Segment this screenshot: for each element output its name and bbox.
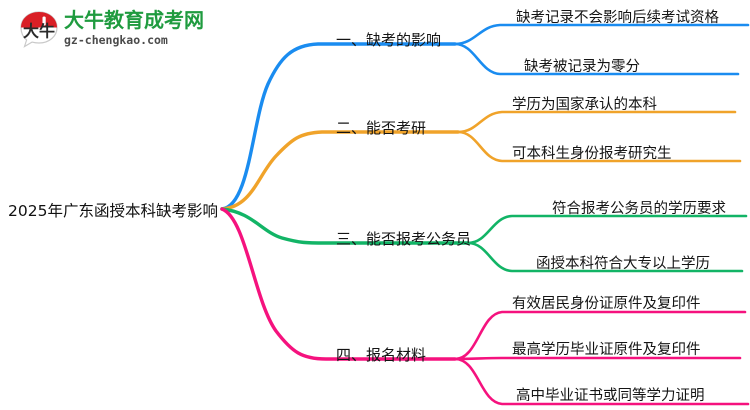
mindmap-branch-1-label[interactable]: 一、缺考的影响	[336, 31, 442, 49]
mindmap-branch-4-leaf-3-label[interactable]: 高中毕业证书或同等学力证明	[516, 388, 705, 404]
connector-branch-2	[220, 130, 460, 211]
mindmap-branch-3-label[interactable]: 三、能否报考公务员	[336, 230, 472, 248]
connector-branch-1-leaf-1	[453, 23, 750, 46]
mindmap-branch-2-leaf-1-label[interactable]: 学历为国家承认的本科	[512, 97, 657, 113]
connector-branch-3	[220, 207, 470, 245]
connector-branch-1-leaf-2	[453, 42, 740, 76]
logo-text: 大牛教育成考网 gz-chengkao.com	[64, 8, 204, 48]
mindmap-branch-2-leaf-2-label[interactable]: 可本科生身份报考研究生	[512, 146, 672, 162]
mindmap-branch-1-leaf-2-label[interactable]: 缺考被记录为零分	[524, 59, 640, 75]
connector-branch-1	[220, 42, 457, 211]
svg-text:大牛: 大牛	[23, 22, 55, 41]
site-logo[interactable]: 大牛 大牛教育成考网 gz-chengkao.com	[18, 6, 208, 52]
connector-branch-3-leaf-2	[466, 241, 744, 273]
logo-mark-icon: 大牛	[20, 11, 58, 48]
mindmap-branch-4-leaf-2-label[interactable]: 最高学历毕业证原件及复印件	[512, 342, 701, 358]
connector-branch-2-leaf-2	[456, 130, 742, 163]
connector-branch-4-leaf-3	[453, 357, 750, 406]
connector-branch-2-leaf-1	[456, 110, 737, 134]
mindmap-branch-4-label[interactable]: 四、报名材料	[336, 346, 427, 364]
mindmap-branch-3-leaf-1-label[interactable]: 符合报考公务员的学历要求	[552, 201, 726, 217]
mindmap-branch-1-leaf-1-label[interactable]: 缺考记录不会影响后续考试资格	[516, 10, 719, 26]
logo-site-url: gz-chengkao.com	[64, 33, 168, 47]
mindmap-branch-2-label[interactable]: 二、能否考研	[336, 119, 427, 137]
connector-branch-3-leaf-1	[466, 214, 748, 245]
connector-branch-4-leaf-1	[453, 310, 747, 361]
connector-branch-4	[220, 207, 457, 361]
logo-site-name: 大牛教育成考网	[64, 8, 204, 32]
mindmap-branch-4-leaf-1-label[interactable]: 有效居民身份证原件及复印件	[512, 296, 701, 312]
mindmap-root-label[interactable]: 2025年广东函授本科缺考影响	[8, 202, 218, 220]
mindmap-branch-3-leaf-2-label[interactable]: 函授本科符合大专以上学历	[536, 256, 710, 272]
